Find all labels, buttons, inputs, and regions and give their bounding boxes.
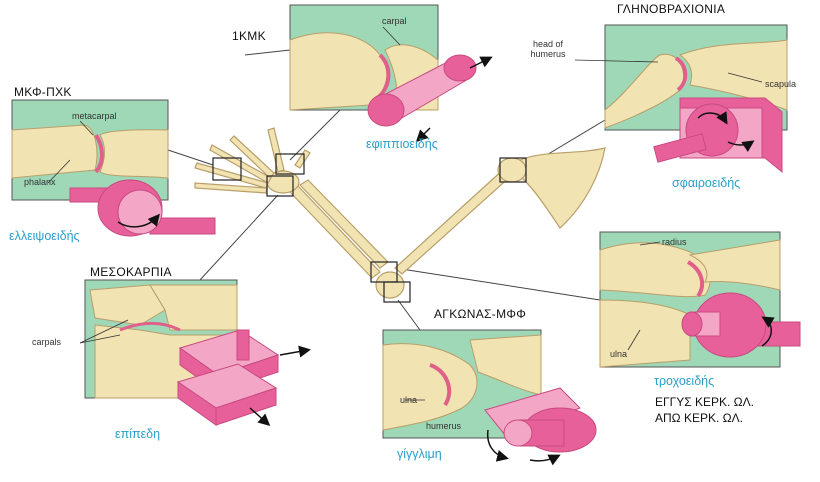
label-ellipsoid: ελλειψοειδής bbox=[9, 229, 80, 243]
bone-label-radius: radius bbox=[662, 237, 687, 247]
bone-label-scapula: scapula bbox=[765, 79, 797, 89]
ellipsoid-model bbox=[69, 179, 216, 237]
bone-label-lines bbox=[47, 26, 763, 401]
skeleton bbox=[194, 127, 606, 299]
label-ball: σφαιροειδής bbox=[672, 176, 741, 190]
label-pivot: τροχοειδής bbox=[654, 374, 715, 388]
note-proximal-radioulnar: ΕΓΓΥΣ ΚΕΡΚ. ΩΛ. bbox=[655, 395, 754, 409]
ball-socket-model bbox=[653, 97, 783, 174]
hinge-model bbox=[484, 387, 597, 466]
bone-label-metacarpal: metacarpal bbox=[72, 111, 117, 121]
bone-label-phalanx: phalanx bbox=[24, 177, 56, 187]
saddle-model bbox=[367, 54, 493, 143]
bone-label-ulna-pivot: ulna bbox=[610, 349, 628, 359]
heading-mcp: ΜΚΦ-ΠΧΚ bbox=[14, 85, 72, 99]
plane-model bbox=[176, 329, 311, 426]
label-hinge: γίγγλιμη bbox=[397, 447, 442, 461]
label-plane: επίπεδη bbox=[115, 427, 161, 441]
pivot-model bbox=[681, 292, 801, 358]
note-distal-radioulnar: ΑΠΩ ΚΕΡΚ. ΩΛ. bbox=[655, 411, 743, 425]
panel-glenohumeral bbox=[604, 24, 788, 131]
heading-intercarpal: ΜΕΣΟΚΑΡΠΙΑ bbox=[90, 265, 172, 279]
heading-elbow: ΑΓΚΩΝΑΣ-ΜΦΦ bbox=[434, 307, 527, 321]
heading-glenohumeral: ΓΛΗΝΟΒΡΑΧΙΟΝΙΑ bbox=[617, 2, 726, 16]
bone-label-ulna-elbow: ulna bbox=[400, 395, 418, 405]
label-saddle: εφιππιοειδής bbox=[366, 137, 438, 151]
heading-cmc: 1ΚΜΚ bbox=[232, 29, 266, 43]
bone-label-carpal: carpal bbox=[382, 16, 407, 26]
joint-markers bbox=[212, 153, 527, 303]
bone-label-carpals: carpals bbox=[32, 337, 62, 347]
bone-label-head-of-humerus: head of humerus bbox=[530, 39, 566, 59]
panel-mcp bbox=[11, 99, 169, 201]
bone-label-humerus: humerus bbox=[426, 421, 462, 431]
